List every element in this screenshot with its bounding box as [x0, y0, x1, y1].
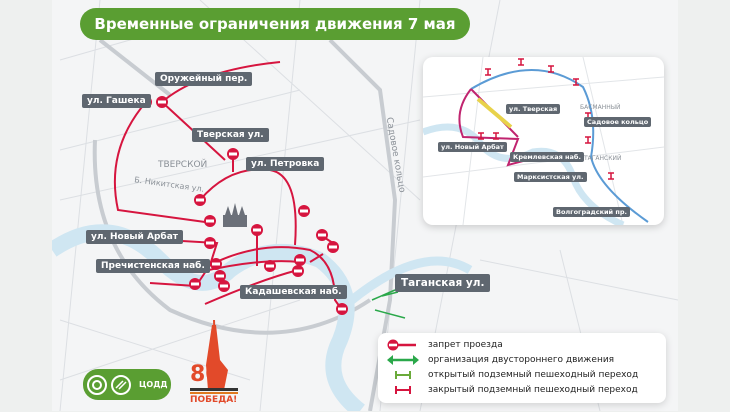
no-entry-icon — [210, 258, 222, 270]
legend-label: организация двустороннего движения — [428, 355, 615, 365]
pobeda-80-logo: 80 ПОБЕДА! — [188, 319, 240, 408]
label-novy-arbat: ул. Новый Арбат — [86, 230, 183, 244]
no-entry-icon — [204, 237, 216, 249]
inset-label-volgogradsky: Волгоградский пр. — [553, 207, 630, 217]
inset-label-kremlevskaya: Кремлевская наб. — [510, 152, 584, 162]
legend-item-no-entry: запрет проезда — [378, 338, 503, 352]
legend-item-two-way: организация двустороннего движения — [378, 353, 614, 367]
legend-label: запрет проезда — [428, 340, 503, 350]
label-gasheka: ул. Гашека — [82, 94, 151, 108]
legend: запрет проезда организация двустороннего… — [378, 333, 666, 403]
closed-underpass-icon — [378, 384, 428, 396]
codd-logo: ЦОДД — [83, 369, 171, 400]
inset-label-tverskaya: ул. Тверская — [506, 104, 561, 114]
pobeda-text: ПОБЕДА! — [190, 395, 238, 405]
two-way-arrow-icon — [378, 354, 428, 366]
sadovoe-ring — [470, 69, 649, 223]
open-underpass-icon — [378, 369, 428, 381]
no-entry-icon — [227, 148, 239, 160]
legend-item-open-underpass: открытый подземный пешеходный переход — [378, 368, 638, 382]
no-entry-icon — [327, 241, 339, 253]
legend-item-closed-underpass: закрытый подземный пешеходный переход — [378, 383, 638, 397]
no-entry-icon — [218, 280, 230, 292]
codd-logo-mark-icon — [87, 374, 131, 395]
label-tverskaya: Тверская ул. — [192, 128, 269, 142]
no-entry-icon — [294, 254, 306, 266]
kremlin-icon — [223, 203, 247, 227]
no-entry-icon — [292, 265, 304, 277]
label-taganskaya: Таганская ул. — [395, 274, 491, 292]
no-entry-icon — [204, 215, 216, 227]
inset-district-basmanny: БАСМАННЫЙ — [580, 104, 621, 111]
legend-label: открытый подземный пешеходный переход — [428, 370, 639, 380]
no-entry-icon — [298, 205, 310, 217]
two-way-traffic-arrows — [371, 289, 406, 319]
no-entry-icon — [316, 229, 328, 241]
yauza-river — [337, 256, 473, 314]
page-title: Временные ограничения движения 7 мая — [80, 8, 470, 40]
no-entry-icon — [194, 194, 206, 206]
legend-label: закрытый подземный пешеходный переход — [428, 385, 638, 395]
label-kadashevskaya: Кадашевская наб. — [240, 285, 347, 299]
label-petrovka: ул. Петровка — [246, 157, 325, 171]
no-entry-icon — [156, 96, 168, 108]
inset-label-marksistskaya: Марксистская ул. — [514, 172, 587, 182]
district-tverskoy: ТВЕРСКОЙ — [158, 160, 208, 170]
pobeda-number: 80 — [190, 362, 221, 387]
label-oruzheyny: Оружейный пер. — [155, 72, 253, 86]
inset-label-sadovoe: Садовое кольцо — [584, 117, 652, 127]
inset-canvas — [423, 57, 664, 225]
codd-logo-text: ЦОДД — [139, 380, 168, 389]
no-entry-icon — [189, 278, 201, 290]
no-entry-icon — [336, 303, 348, 315]
inset-label-novy-arbat: ул. Новый Арбат — [438, 142, 507, 152]
no-entry-icon — [251, 224, 263, 236]
inset-district-tagansky: ТАГАНСКИЙ — [584, 155, 622, 162]
label-prechistenskaya: Пречистенская наб. — [96, 259, 210, 273]
no-entry-icon — [378, 339, 428, 351]
inset-map[interactable]: ул. Тверская ул. Новый Арбат Кремлевская… — [423, 57, 664, 225]
no-entry-icon — [264, 260, 276, 272]
no-entry-icon — [214, 270, 226, 282]
